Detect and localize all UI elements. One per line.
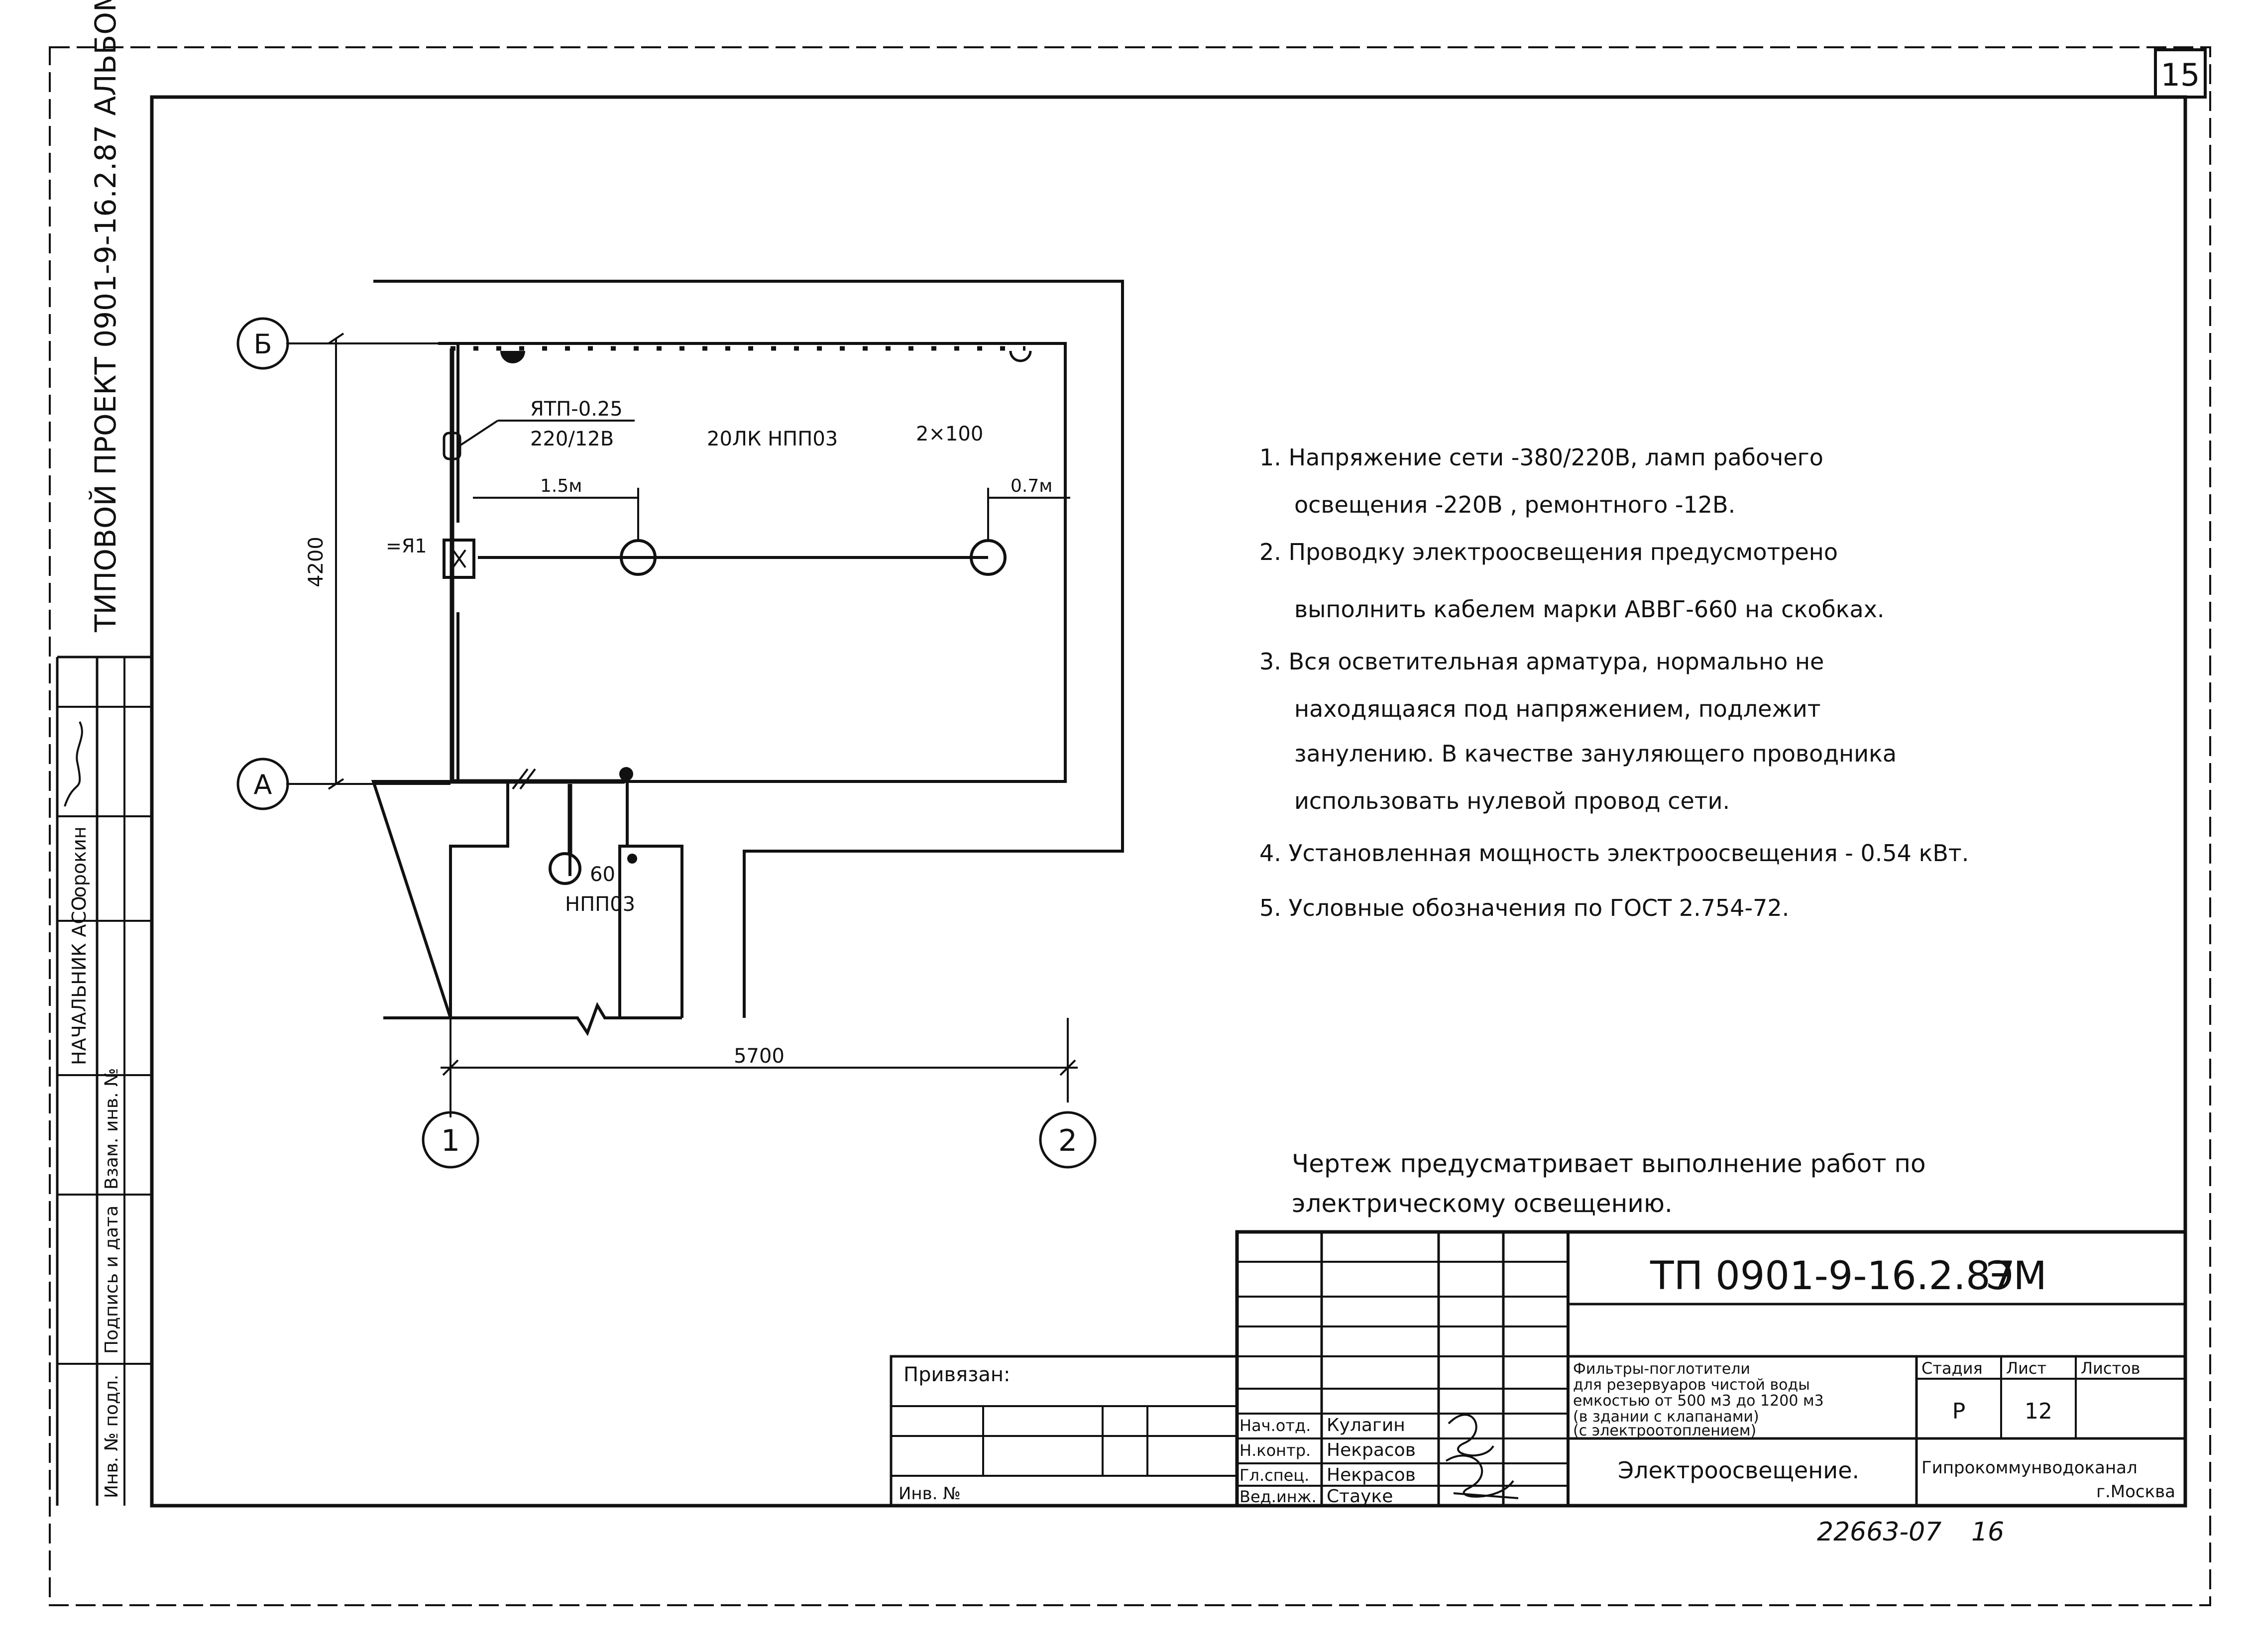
dim-vertical-label: 4200 <box>305 537 328 587</box>
note-line-6: находящаяся под напряжением, подлежит <box>1294 695 1821 722</box>
stage-header: Стадия <box>1921 1359 1983 1378</box>
drawing-note: Чертеж предусматривает выполнение работ … <box>1292 1149 1926 1218</box>
transformer-voltage-label: 220/12В <box>530 428 614 450</box>
head-role-vertical: НАЧАЛЬНИК АСО <box>68 896 90 1065</box>
dim-left-label: 1.5м <box>540 476 582 496</box>
panel-icon <box>443 539 475 579</box>
lamp-power-label: 60 <box>590 863 615 886</box>
fixture-1 <box>620 539 657 576</box>
name-1: Кулагин <box>1327 1415 1405 1435</box>
axis-b-bubble <box>236 317 289 370</box>
object-line-1: Фильтры-поглотители <box>1573 1360 1750 1378</box>
approval-signatures <box>1445 1414 1519 1499</box>
note-line-8: использовать нулевой провод сети. <box>1294 787 1730 814</box>
doc-code: ТП 0901-9-16.2.87 <box>1650 1254 2015 1299</box>
fixture-lamp-60 <box>549 852 581 885</box>
note-line-2: освещения -220В , ремонтного -12В. <box>1294 491 1735 518</box>
fixture-spec-label: 20ЛК НПП03 <box>707 428 838 450</box>
sign-date-label: Подпись и дата <box>102 1206 122 1354</box>
sheet-title: Электроосвещение. <box>1618 1457 1859 1484</box>
drawing-note-line-1: Чертеж предусматривает выполнение работ … <box>1292 1149 1926 1178</box>
role-4: Вед.инж. <box>1239 1487 1317 1506</box>
panel-mark-label: =Я1 <box>386 535 427 557</box>
notes-block: 1. Напряжение сети -380/220В, ламп рабоч… <box>1259 444 1969 921</box>
note-line-1: 1. Напряжение сети -380/220В, ламп рабоч… <box>1259 444 1823 471</box>
wall-lamp-right <box>1009 350 1032 362</box>
object-line-5: (с электроотоплением) <box>1573 1422 1756 1439</box>
note-line-3: 2. Проводку электроосвещения предусмотре… <box>1259 539 1838 565</box>
transformer-icon <box>443 432 461 460</box>
project-title-vertical: ТИПОВОЙ ПРОЕКТ 0901-9-16.2.87 АЛЬБОМ III <box>88 0 122 633</box>
role-3: Гл.спец. <box>1239 1466 1309 1485</box>
axis-a-bubble <box>236 758 289 810</box>
name-4: Стауке <box>1327 1486 1393 1507</box>
title-block: Привязан: Инв. № ТП 0901-9-16.2.87 ЭМ Фи… <box>890 1230 2187 1508</box>
sheet-value: 12 <box>2025 1399 2052 1424</box>
drawing-note-line-2: электрическому освещению. <box>1292 1189 1673 1218</box>
outer-border <box>49 46 2211 1606</box>
axis-b-label: Б <box>253 329 272 360</box>
inv-podl-label: Инв. № подл. <box>102 1375 122 1498</box>
sheet-header: Лист <box>2006 1359 2046 1378</box>
building-plan <box>236 280 1124 1169</box>
object-line-2: для резервуаров чистой воды <box>1573 1376 1810 1394</box>
dim-horizontal-label: 5700 <box>734 1045 785 1068</box>
stamp-number: 22663-07 <box>1817 1517 1941 1547</box>
stage-value: Р <box>1952 1399 1966 1424</box>
left-strip: ТИПОВОЙ ПРОЕКТ 0901-9-16.2.87 АЛЬБОМ III… <box>56 0 152 1506</box>
inv-no-label: Инв. № <box>899 1484 961 1504</box>
fixture-2 <box>970 539 1007 576</box>
note-line-10: 5. Условные обозначения по ГОСТ 2.754-72… <box>1259 894 1789 921</box>
head-name-vertical: Сорокин <box>68 826 90 911</box>
doc-mark: ЭМ <box>1986 1254 2047 1299</box>
main-stamp <box>1235 1230 2187 1508</box>
note-line-7: занулению. В качестве зануляющего провод… <box>1294 740 1897 767</box>
name-3: Некрасов <box>1327 1465 1416 1485</box>
sheet-corner-number: 15 <box>2161 57 2200 93</box>
axis-1-bubble <box>422 1111 479 1169</box>
transformer-label: ЯТП-0.25 <box>530 398 623 421</box>
fixture-count-label: 2×100 <box>916 423 983 445</box>
city: г.Москва <box>2096 1482 2175 1502</box>
role-1: Нач.отд. <box>1239 1416 1311 1435</box>
axis-2-bubble <box>1039 1111 1097 1169</box>
role-2: Н.контр. <box>1239 1441 1311 1460</box>
organization: Гипрокоммунводоканал <box>1921 1458 2138 1478</box>
dim-right-label: 0.7м <box>1011 476 1052 496</box>
sheets-header: Листов <box>2081 1359 2140 1378</box>
axis-2-label: 2 <box>1058 1123 1077 1158</box>
vzam-inv-label: Взам. инв. № <box>102 1068 122 1190</box>
plan-labels: Б А 1 2 4200 5700 ЯТП-0.25 220/12В 20ЛК … <box>253 329 1077 1158</box>
switch-b <box>627 854 637 864</box>
cable-main <box>450 348 625 784</box>
object-line-3: емкостью от 500 м3 до 1200 м3 <box>1573 1392 1824 1410</box>
building-outline <box>371 280 1124 1018</box>
wall-lamp-left <box>500 351 525 363</box>
name-2: Некрасов <box>1327 1440 1416 1460</box>
note-line-4: выполнить кабелем марки АВВГ-660 на скоб… <box>1294 596 1885 623</box>
sheet-number-box <box>2154 48 2207 99</box>
axis-a-label: А <box>254 769 272 800</box>
object-line-4: (в здании с клапанами) <box>1573 1408 1759 1426</box>
axis-1-label: 1 <box>441 1123 460 1158</box>
lamp-type-label: НПП03 <box>565 893 635 916</box>
privyazan-label: Привязан: <box>903 1363 1011 1386</box>
wall-break <box>383 1002 682 1036</box>
note-line-9: 4. Установленная мощность электроосвещен… <box>1259 840 1969 867</box>
note-line-5: 3. Вся осветительная арматура, нормально… <box>1259 648 1824 675</box>
stamp-page: 16 <box>1971 1517 2004 1547</box>
switch-a <box>619 767 633 781</box>
head-signature <box>64 721 83 807</box>
